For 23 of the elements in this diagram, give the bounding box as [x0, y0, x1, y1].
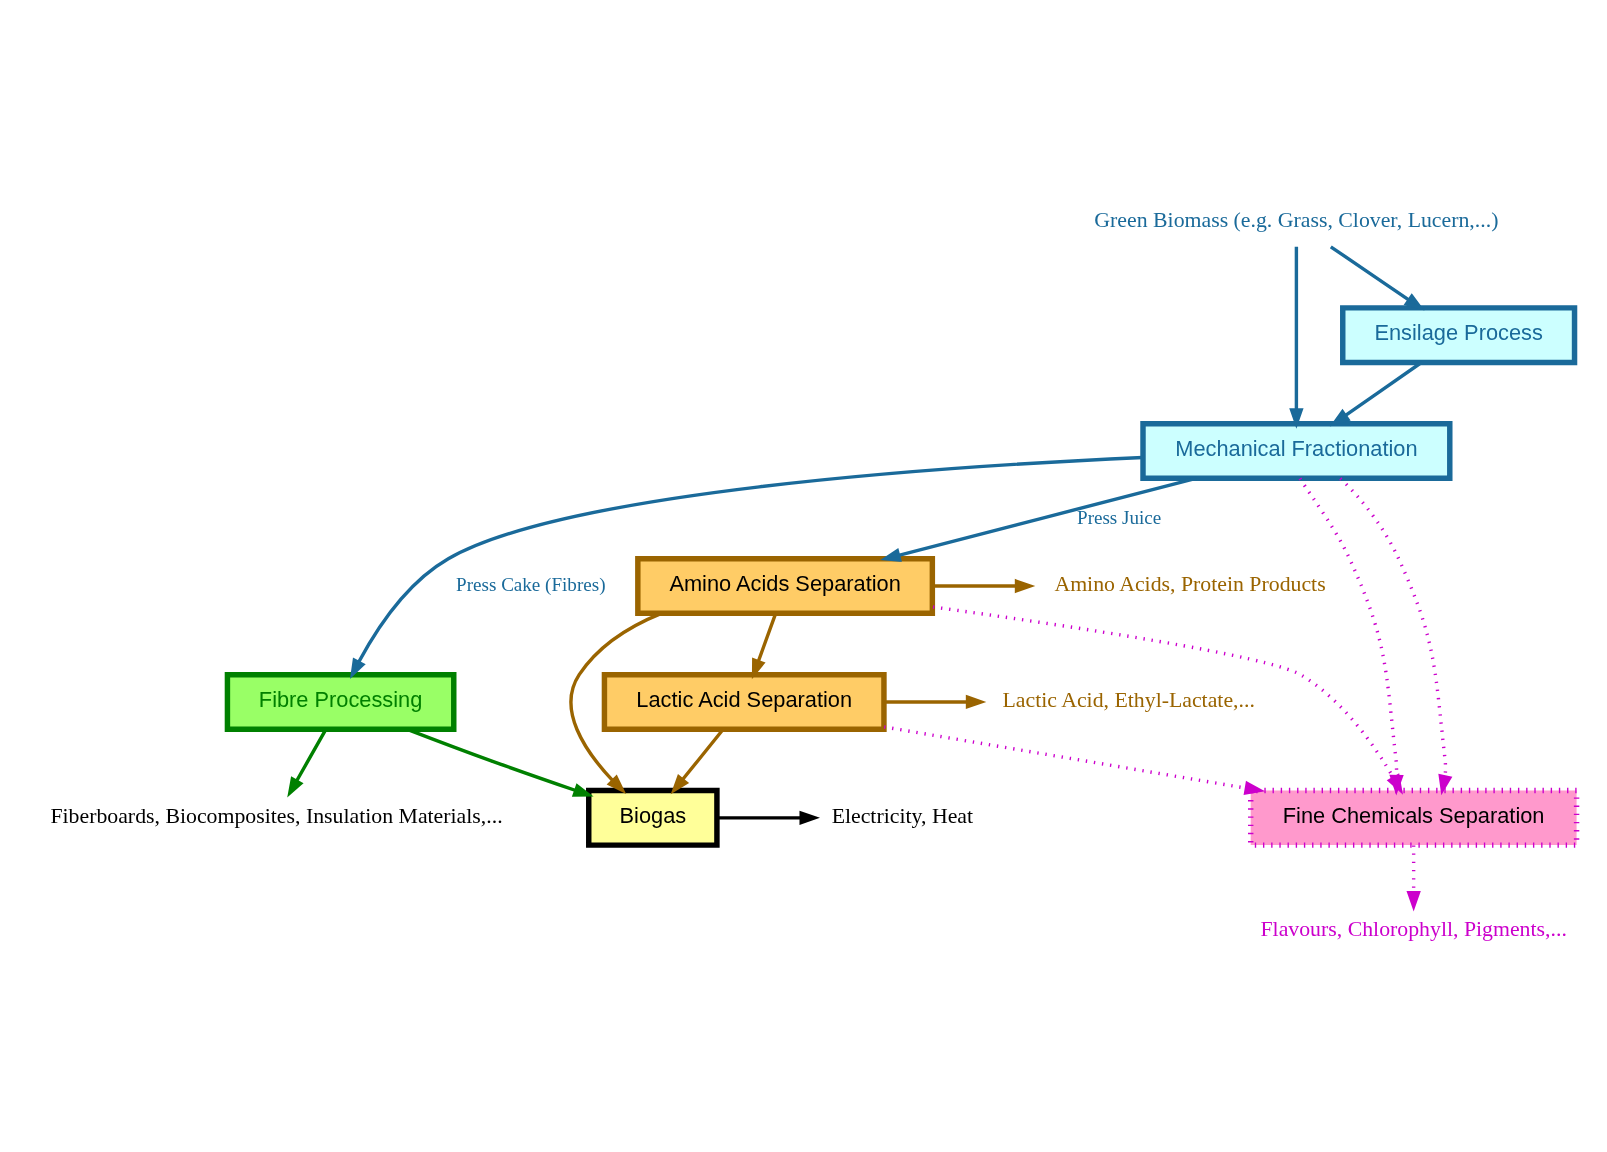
edge-label: Press Cake (Fibres)	[456, 573, 606, 595]
node-box: Fibre Processing	[224, 671, 457, 732]
node-text: Amino Acids, Protein Products	[1054, 571, 1326, 596]
node-box: Ensilage Process	[1340, 304, 1578, 365]
edge-label: Press Juice	[1077, 506, 1162, 528]
node-box: Amino Acids Separation	[635, 555, 936, 616]
node-box: Biogas	[586, 787, 720, 848]
node-box: Fine Chemicals Separation	[1248, 787, 1580, 848]
arrow	[884, 694, 987, 709]
arrow	[1329, 244, 1425, 311]
arrow	[1406, 844, 1421, 911]
node-text: Fiberboards, Biocomposites, Insulation Materials,...	[50, 803, 503, 828]
node-text: Electricity, Heat	[831, 803, 974, 828]
arrow	[349, 455, 1143, 679]
arrow	[1289, 246, 1304, 429]
arrow	[717, 810, 820, 825]
arrow	[932, 578, 1036, 593]
arrow	[883, 724, 1265, 795]
node-text: Green Biomass (e.g. Grass, Clover, Lucern,...)	[1094, 207, 1499, 232]
node-box: Lactic Acid Separation	[601, 671, 887, 732]
node-text: Lactic Acid, Ethyl-Lactate,...	[1002, 687, 1255, 712]
node-box: Mechanical Fractionation	[1140, 420, 1453, 481]
node-text: Flavours, Chlorophyll, Pigments,...	[1260, 916, 1567, 941]
